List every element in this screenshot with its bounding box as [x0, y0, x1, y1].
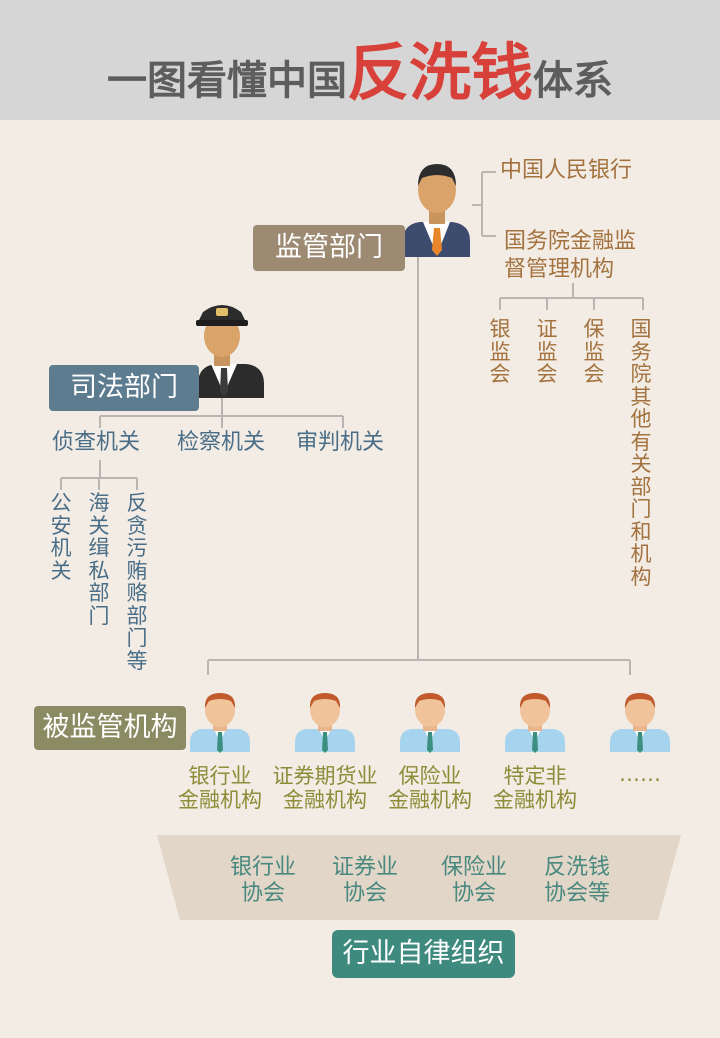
entity-insurance: 保险业 金融机构 — [380, 764, 480, 812]
regulated-label: 被监管机构 — [34, 706, 186, 750]
commission-csrc: 证监会 — [536, 317, 558, 386]
staff-person-icon — [610, 693, 670, 753]
self-regulatory-label: 行业自律组织 — [332, 930, 515, 978]
title-part3: 体系 — [533, 58, 613, 104]
entity-line1: 银行业 — [188, 764, 252, 788]
entity-line2: 金融机构 — [388, 788, 472, 812]
page-title: 一图看懂中国反洗钱体系 — [0, 22, 720, 112]
entity-line1: 保险业 — [398, 764, 462, 788]
police-officer-icon — [196, 305, 264, 398]
official-person-icon — [403, 164, 470, 257]
assoc-line2: 协会 — [451, 881, 496, 906]
assoc-aml: 反洗钱 协会等 — [522, 855, 632, 907]
assoc-line2: 协会 — [240, 881, 285, 906]
entity-line2: 金融机构 — [283, 788, 367, 812]
title-part1: 一图看懂中国 — [106, 58, 347, 104]
unit-police: 公安机关 — [50, 491, 72, 583]
assoc-line1: 保险业 — [440, 855, 507, 880]
assoc-banking: 银行业 协会 — [208, 855, 318, 907]
assoc-line2: 协会 — [342, 881, 387, 906]
entity-securities: 证券期货业 金融机构 — [262, 764, 388, 812]
assoc-securities: 证券业 协会 — [310, 855, 420, 907]
unit-customs: 海关缉私部门 — [88, 491, 110, 628]
assoc-line2: 协会等 — [543, 881, 610, 906]
self-regulatory-banner — [157, 835, 681, 920]
entity-line1: 特定非 — [503, 764, 567, 788]
unit-anticorruption: 反贪污贿赂部门等 — [126, 491, 148, 673]
assoc-line1: 反洗钱 — [543, 855, 610, 880]
staff-person-icon — [190, 693, 250, 753]
state-council-line1: 国务院金融监 — [504, 229, 637, 254]
staff-person-icon — [505, 693, 565, 753]
assoc-insurance: 保险业 协会 — [419, 855, 529, 907]
entity-line2: 金融机构 — [493, 788, 577, 812]
staff-person-icon — [400, 693, 460, 753]
supervision-label: 监管部门 — [253, 225, 405, 271]
entity-banking: 银行业 金融机构 — [170, 764, 270, 812]
state-council-line2: 督管理机构 — [504, 257, 615, 282]
judicial-label: 司法部门 — [49, 365, 199, 411]
entity-more: …… — [590, 762, 690, 786]
branch-investigation: 侦查机关 — [52, 430, 141, 455]
entity-line2: 金融机构 — [178, 788, 262, 812]
commission-other: 国务院其他有关部门和机构 — [630, 317, 652, 589]
entity-line1: …… — [619, 762, 661, 786]
branch-court: 审判机关 — [296, 430, 385, 455]
header-bar: 一图看懂中国反洗钱体系 — [0, 0, 720, 120]
commission-circ: 保监会 — [583, 317, 605, 386]
title-highlight: 反洗钱 — [346, 36, 533, 109]
entity-line1: 证券期货业 — [272, 764, 378, 788]
staff-person-icon — [295, 693, 355, 753]
assoc-line1: 证券业 — [331, 855, 398, 880]
entity-special-nonfinancial: 特定非 金融机构 — [485, 764, 585, 812]
commission-cbrc: 银监会 — [489, 317, 511, 386]
pbc-label: 中国人民银行 — [500, 158, 633, 183]
assoc-line1: 银行业 — [229, 855, 296, 880]
branch-procuratorate: 检察机关 — [177, 430, 266, 455]
